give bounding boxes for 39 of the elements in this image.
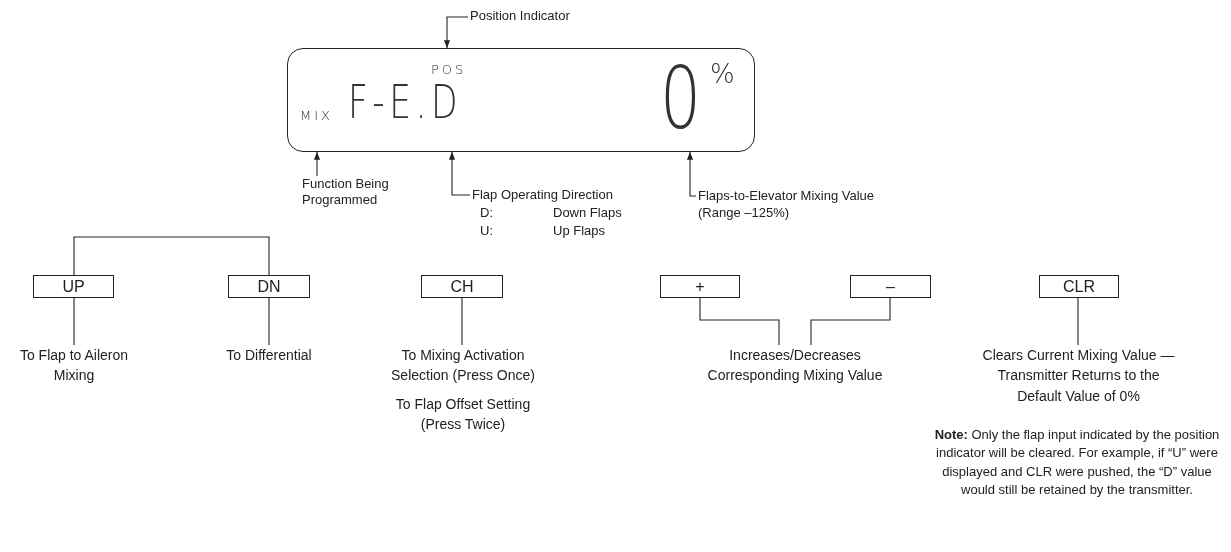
key-button: + (660, 275, 740, 298)
connector-line (268, 297, 270, 346)
connector-line (810, 297, 891, 346)
unit-readout: % (710, 61, 735, 87)
connector-line (73, 236, 270, 276)
leader-arrow (448, 151, 471, 196)
connector-line (699, 297, 780, 346)
lcd-display (287, 48, 755, 152)
key-description: To Flap Offset Setting (Press Twice) (394, 394, 532, 434)
key-description: Clears Current Mixing Value — Transmitter Returns to the Default Value of 0% (981, 346, 1176, 406)
position-readout: POS (431, 63, 467, 76)
function-code-readout: F-E.D (348, 79, 463, 125)
callout-text: (Range –125%) (698, 205, 791, 221)
callout-text: Flaps-to-Elevator Mixing Value (698, 188, 876, 204)
note-text: Note: Only the flap input indicated by the position indicator will be cleared. For example, if “U” were displayed and CLR were pushed, the “D” value would still be retained by the transmitter. (933, 426, 1221, 500)
key-description: To Flap to Aileron Mixing (18, 346, 130, 386)
key-button: – (850, 275, 931, 298)
key-description: To Mixing Activation Selection (Press Once) (390, 346, 536, 386)
connector-line (1077, 297, 1079, 346)
key-button: CLR (1039, 275, 1119, 298)
key-button: UP (33, 275, 114, 298)
key-button: DN (228, 275, 310, 298)
value-readout: 0 (660, 55, 702, 141)
callout-text: U: (480, 223, 493, 239)
leader-arrow (313, 151, 321, 177)
key-description: To Differential (225, 346, 313, 365)
key-button: CH (421, 275, 503, 298)
leader-arrow (686, 151, 697, 197)
callout-text: Position Indicator (470, 8, 571, 24)
callout-text: Down Flaps (553, 205, 622, 221)
callout-text: Up Flaps (553, 223, 606, 239)
callout-text: Function Being Programmed (302, 176, 390, 208)
key-description: Increases/Decreases Corresponding Mixing Value (706, 346, 884, 386)
leader-arrow (443, 16, 469, 49)
connector-line (461, 297, 463, 346)
callout-text: Flap Operating Direction (472, 187, 613, 203)
callout-text: D: (480, 205, 493, 221)
function-readout: MIX (300, 109, 333, 122)
connector-line (73, 297, 75, 346)
